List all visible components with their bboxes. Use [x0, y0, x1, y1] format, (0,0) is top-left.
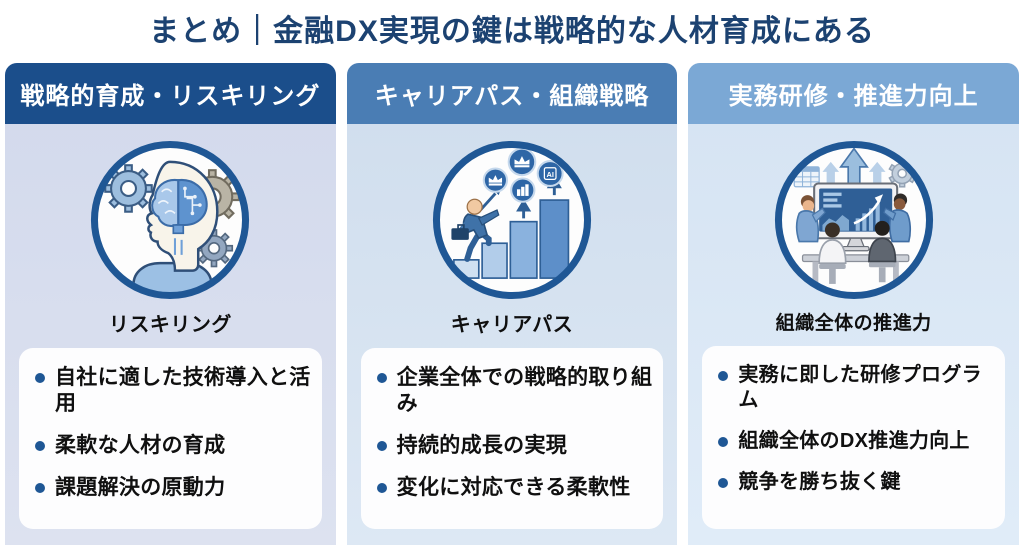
bullet-text: 実務に即した研修プログラム — [738, 363, 982, 411]
neck-circuit — [174, 237, 183, 255]
bullet-text: 持続的成長の実現 — [396, 434, 568, 457]
bullet-text: 組織全体のDX推進力向上 — [738, 429, 970, 452]
column-reskilling-header-label: 戦略的育成・リスキリング — [20, 82, 321, 110]
list-item: 実務に即した研修プログラム — [715, 363, 997, 413]
team-monitor-icon — [774, 140, 933, 299]
column-careerpath-icon-wrap: AI — [347, 137, 678, 303]
bullet-dot — [718, 370, 729, 381]
bullet-text: 変化に対応できる柔軟性 — [396, 476, 631, 500]
bullet-text: 自社に適した技術導入と活用 — [55, 365, 311, 415]
column-training-header: 実務研修・推進力向上 — [688, 62, 1020, 124]
seated-person-right — [867, 220, 897, 282]
page-title: まとめ｜金融DX実現の鍵は戦略的な人材育成にある — [149, 15, 875, 48]
bullet-text: 競争を勝ち抜く鍵 — [738, 470, 901, 493]
bullet-dot — [718, 436, 729, 447]
bullet-dot — [376, 483, 387, 494]
diagonal-arrow — [479, 191, 497, 211]
standing-person-left — [795, 194, 826, 242]
bullet-dot — [376, 372, 387, 383]
bullet-text: 課題解決の原動力 — [55, 476, 226, 500]
column-careerpath-header: キャリアパス・組織戦略 — [346, 62, 678, 124]
list-item: 変化に対応できる柔軟性 — [374, 475, 656, 501]
list-item: 競争を勝ち抜く鍵 — [715, 470, 997, 495]
column-reskilling-header: 戦略的育成・リスキリング — [5, 62, 336, 124]
gear-left — [104, 163, 154, 213]
list-item: 企業全体での戦略的取り組み — [374, 365, 656, 418]
column-training-caption: 組織全体の推進力 — [775, 312, 932, 334]
column-careerpath-caption: キャリアパス — [450, 313, 574, 336]
icon-ring — [91, 140, 250, 299]
climbing-person — [451, 198, 500, 262]
badge-chart — [510, 176, 536, 203]
bullet-dot — [718, 477, 729, 488]
seated-person-left — [817, 221, 847, 284]
bullet-dot — [35, 372, 45, 383]
list-item: 課題解決の原動力 — [32, 475, 314, 501]
list-item: 自社に適した技術導入と活用 — [32, 365, 314, 418]
ascending-bars — [453, 198, 570, 279]
column-reskilling-card: 自社に適した技術導入と活用 柔軟な人材の育成 課題解決の原動力 — [19, 347, 322, 529]
list-item: 柔軟な人材の育成 — [32, 433, 314, 459]
svg-text:AI: AI — [546, 169, 553, 178]
column-careerpath-header-label: キャリアパス・組織戦略 — [374, 82, 650, 110]
badge-crown-small — [482, 167, 509, 193]
column-training-header-label: 実務研修・推進力向上 — [728, 82, 979, 110]
bullet-dot — [376, 441, 387, 451]
bullet-text: 柔軟な人材の育成 — [55, 434, 226, 457]
icon-ring — [432, 140, 592, 299]
column-reskilling-icon-wrap — [5, 137, 336, 303]
column-training-icon-wrap — [688, 137, 1019, 303]
icon-ring — [774, 140, 933, 299]
list-item: 持続的成長の実現 — [374, 433, 656, 459]
brain-gears-icon — [91, 140, 250, 299]
bullet-dot — [35, 441, 45, 451]
bullet-dot — [35, 483, 45, 494]
column-careerpath: キャリアパス・組織戦略 — [346, 62, 678, 545]
badge-ai-chip: AI — [536, 159, 564, 187]
column-training: 実務研修・推進力向上 — [688, 62, 1020, 545]
columns-container: 戦略的育成・リスキリング — [0, 62, 1024, 545]
column-careerpath-card: 企業全体での戦略的取り組み 持続的成長の実現 変化に対応できる柔軟性 — [360, 347, 664, 529]
bullet-text: 企業全体での戦略的取り組み — [396, 365, 653, 415]
list-item: 組織全体のDX推進力向上 — [715, 429, 997, 454]
standing-person-right — [882, 192, 911, 242]
badge-crown-large — [507, 147, 537, 176]
column-reskilling: 戦略的育成・リスキリング — [5, 62, 336, 545]
column-training-card: 実務に即した研修プログラム 組織全体のDX推進力向上 競争を勝ち抜く鍵 — [702, 345, 1006, 529]
column-reskilling-caption: リスキリング — [108, 313, 232, 336]
brain-stem — [172, 223, 185, 234]
career-stairs-icon: AI — [432, 140, 592, 299]
